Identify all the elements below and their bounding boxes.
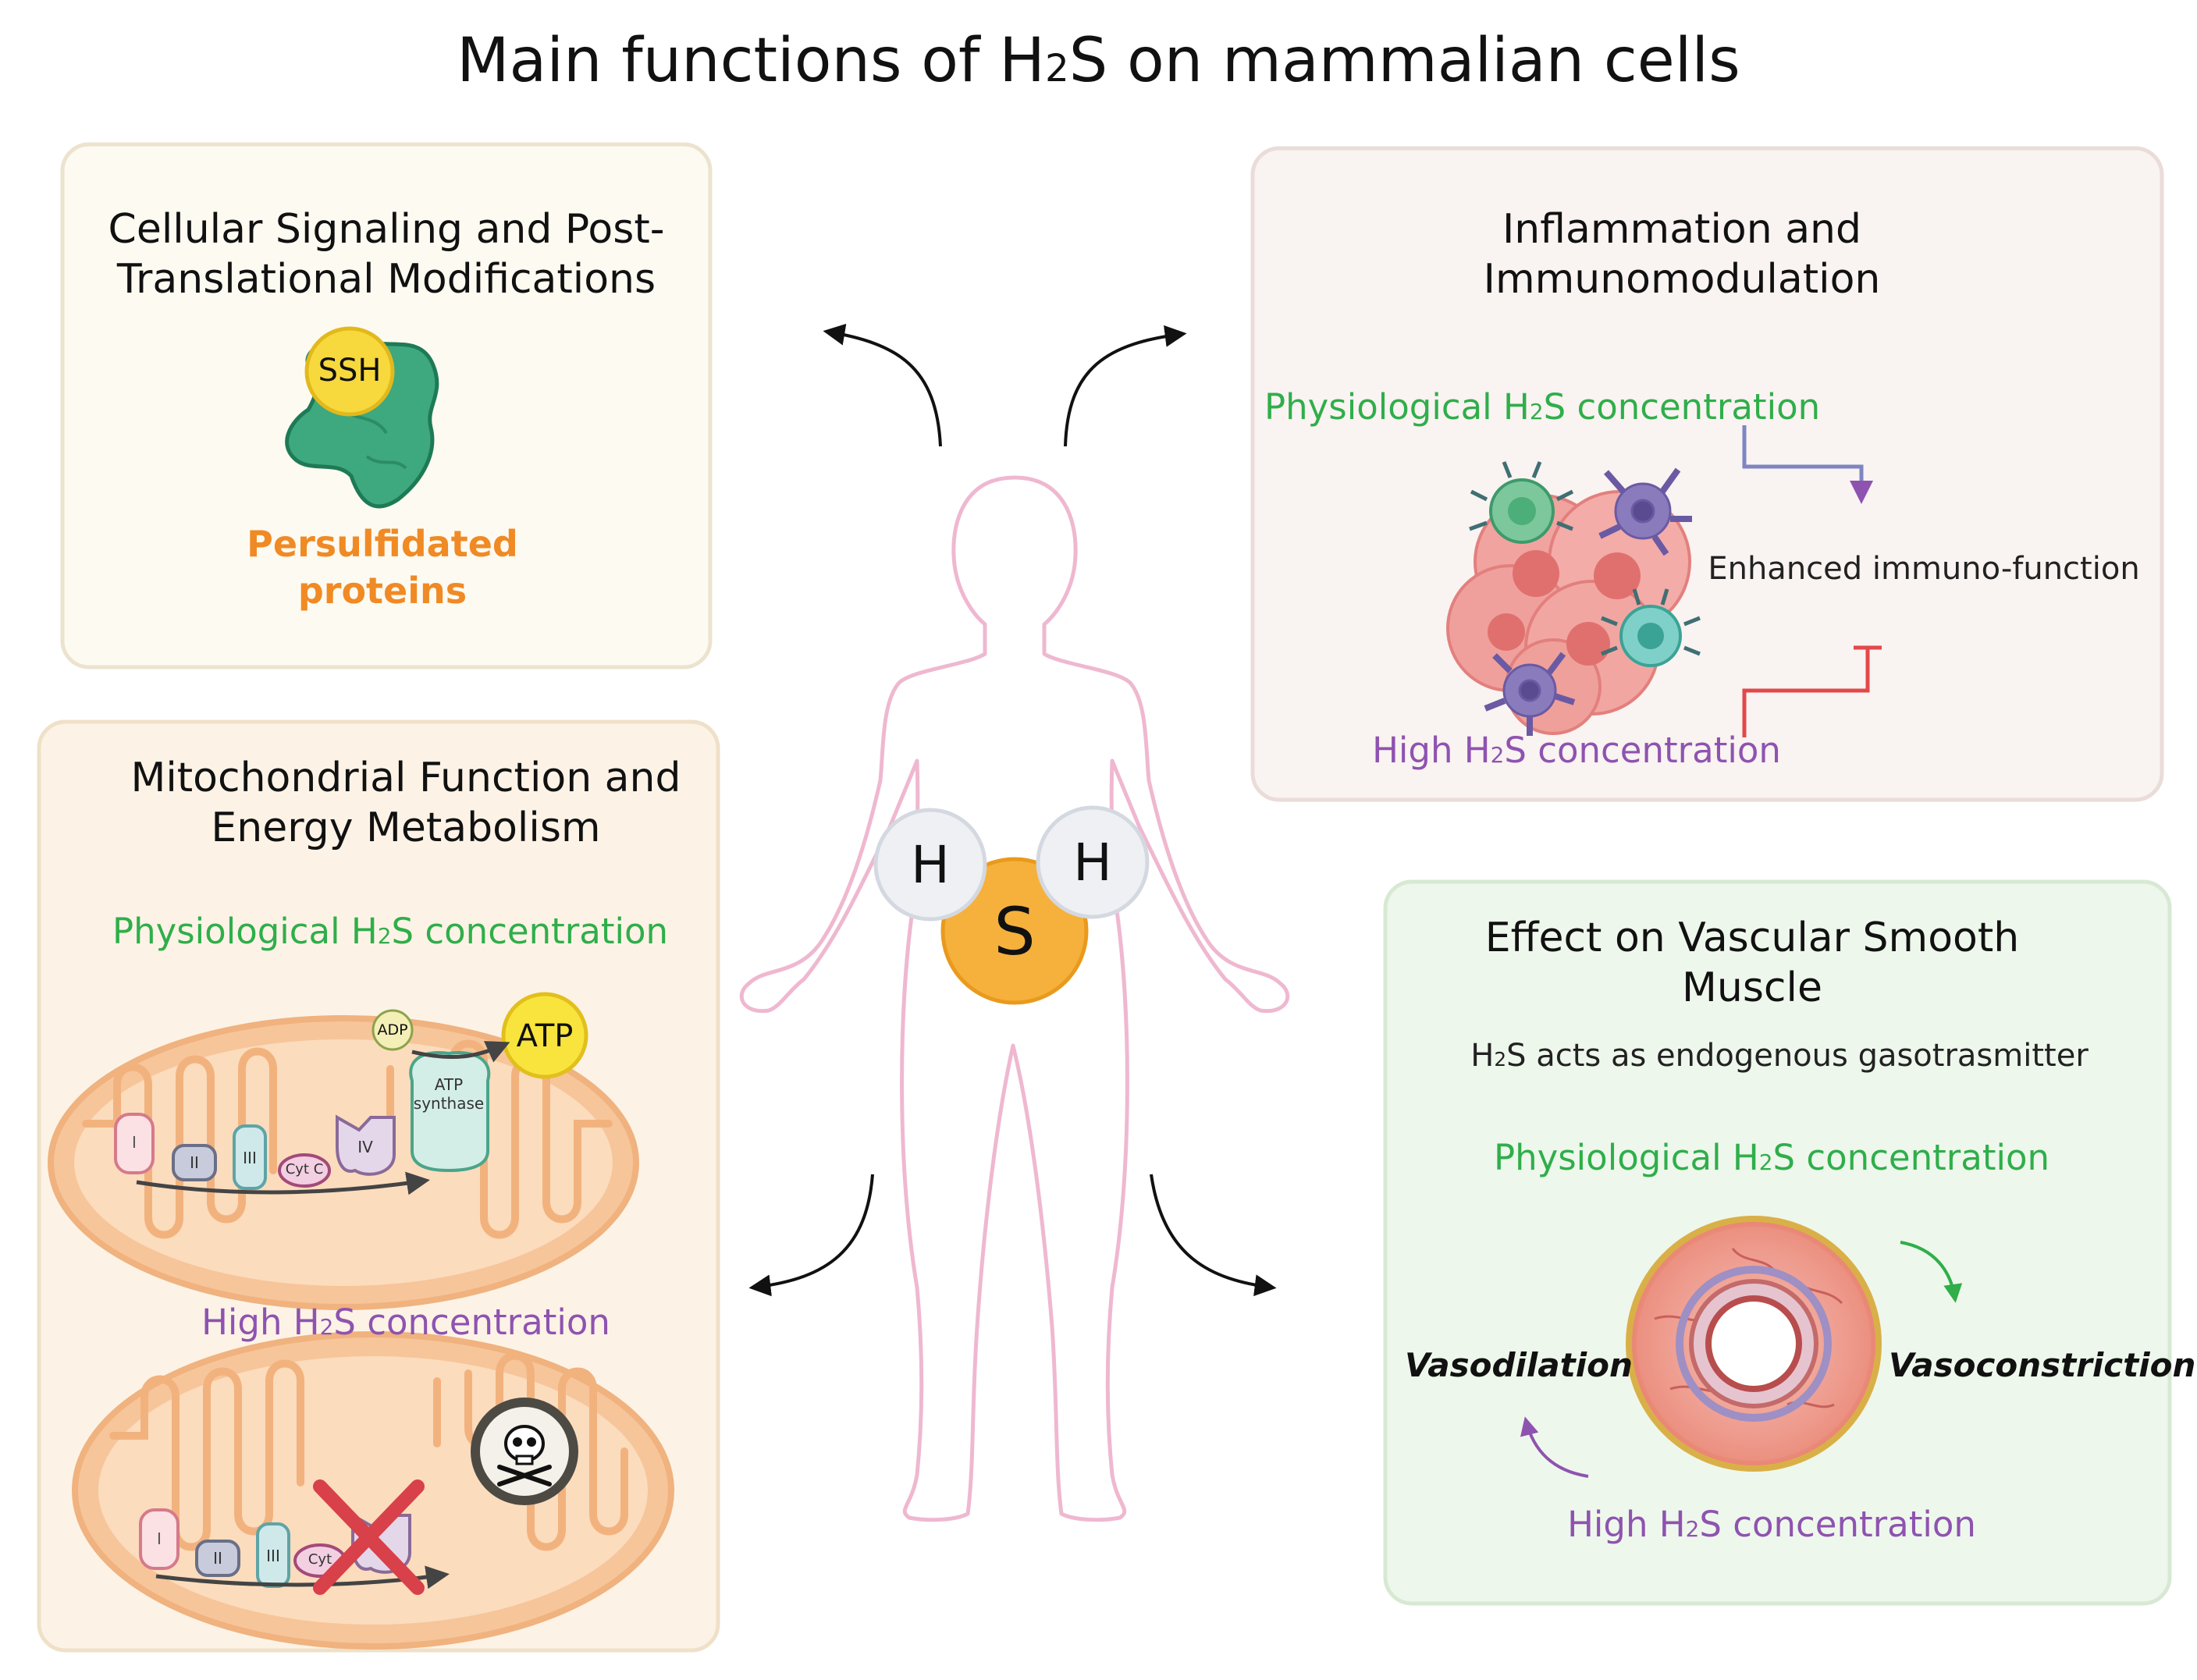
gasotransmitter-description: H2S acts as endogenous gasotrasmitter [1470, 1038, 2089, 1074]
complex-iii-label: III [243, 1149, 257, 1167]
complex-ii-label-high: II [213, 1549, 222, 1568]
ssh-label: SSH [318, 353, 382, 389]
ssh-group [304, 326, 395, 417]
complex-i-label: I [132, 1133, 137, 1152]
adp-label: ADP [377, 1021, 408, 1039]
atp-molecule [501, 992, 588, 1079]
h-left-label: H [911, 835, 950, 895]
inflammation-title: Inflammation and Immunomodulation [1483, 206, 1881, 303]
vasodilation-label: Vasodilation [1405, 1346, 1633, 1384]
mitochondrion-inhibited [72, 1331, 674, 1650]
mitochondria-title: Mitochondrial Function and Energy Metabo… [130, 755, 681, 851]
arrow-to-signaling [823, 323, 942, 447]
signaling-title: Cellular Signaling and Post- Translation… [108, 206, 665, 303]
cyt-c-label-high: Cyt [308, 1551, 332, 1568]
vascular-title: Effect on Vascular Smooth Muscle [1484, 915, 2020, 1011]
inhibition-cross-icon [313, 1479, 425, 1595]
mitochondria-high-label: High H2S concentration [201, 1302, 610, 1343]
skull-crossbones-icon [471, 1398, 578, 1505]
vascular-physiological-label: Physiological H2S concentration [1493, 1137, 2050, 1178]
human-body-outline [739, 475, 1290, 1522]
atp-synthase-label: ATP synthase [413, 1075, 485, 1113]
dendritic-cell-top-right [1598, 467, 1692, 556]
dendritic-cell-bottom [1484, 652, 1576, 736]
h-right-label: H [1073, 833, 1112, 893]
vasoconstriction-arrow [1900, 1241, 1963, 1303]
inflammation-high-label: High H2S concentration [1372, 730, 1781, 771]
cyt-c-label: Cyt C [285, 1161, 324, 1177]
t-cell-right [1601, 588, 1701, 667]
vasodilation-arrow [1520, 1416, 1589, 1478]
figure-title: Main functions of H2S on mammalian cells [457, 26, 1740, 96]
vasoconstriction-label: Vasoconstriction [1889, 1346, 2196, 1384]
complex-ii-label: II [190, 1153, 199, 1172]
t-cell-top [1469, 461, 1574, 544]
hydrogen-atom-left [873, 808, 987, 922]
arrow-to-mitochondria [748, 1174, 874, 1297]
persulfidated-proteins-label: Persulfidated proteins [247, 523, 518, 612]
atp-label: ATP [516, 1018, 574, 1054]
arrow-to-inflammation [1064, 325, 1187, 447]
enhanced-immuno-function-label: Enhanced immuno-function [1708, 551, 2140, 587]
complex-iv-label: IV [357, 1138, 373, 1156]
hydrogen-atom-right [1036, 805, 1150, 919]
mitochondrion-healthy [48, 992, 639, 1310]
s-label: S [994, 893, 1036, 970]
persulfidated-protein-illustration [285, 326, 439, 509]
stimulation-arrow [1742, 425, 1873, 504]
complex-i-label-high: I [157, 1529, 162, 1548]
immune-cell-cluster-illustration [1446, 425, 1882, 737]
inhibition-line [1742, 645, 1882, 737]
arrow-to-vascular [1150, 1174, 1277, 1297]
blood-vessel-cross-section [1520, 1216, 1963, 1478]
inflammation-physiological-label: Physiological H2S concentration [1264, 386, 1821, 428]
complex-iii-label-high: III [266, 1547, 280, 1565]
vascular-high-label: High H2S concentration [1567, 1504, 1976, 1545]
h2s-molecule [873, 805, 1150, 1005]
mitochondria-physiological-label: Physiological H2S concentration [112, 911, 669, 952]
